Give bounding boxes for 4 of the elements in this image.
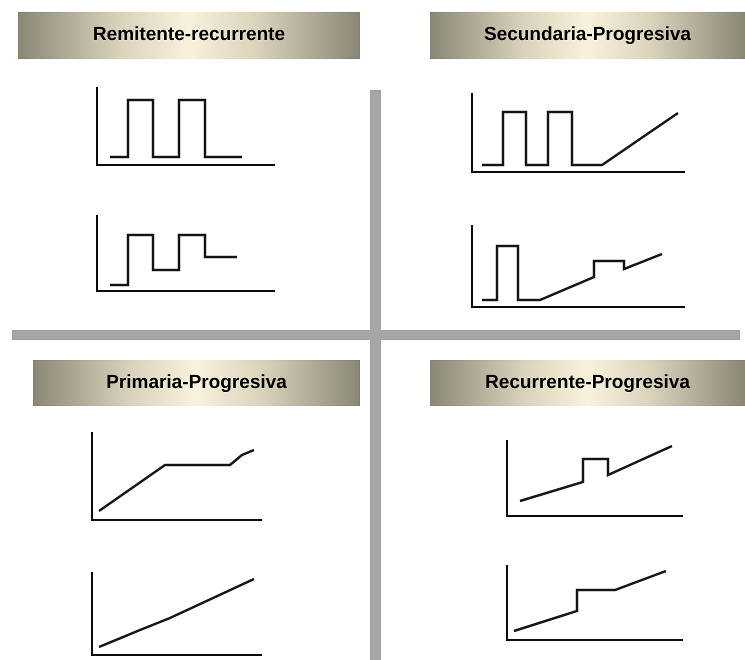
header-banner: Remitente-recurrente (18, 12, 360, 59)
header-banner: Secundaria-Progresiva (430, 12, 745, 59)
header-banner: Recurrente-Progresiva (430, 360, 745, 406)
header-banner: Primaria-Progresiva (33, 360, 360, 406)
